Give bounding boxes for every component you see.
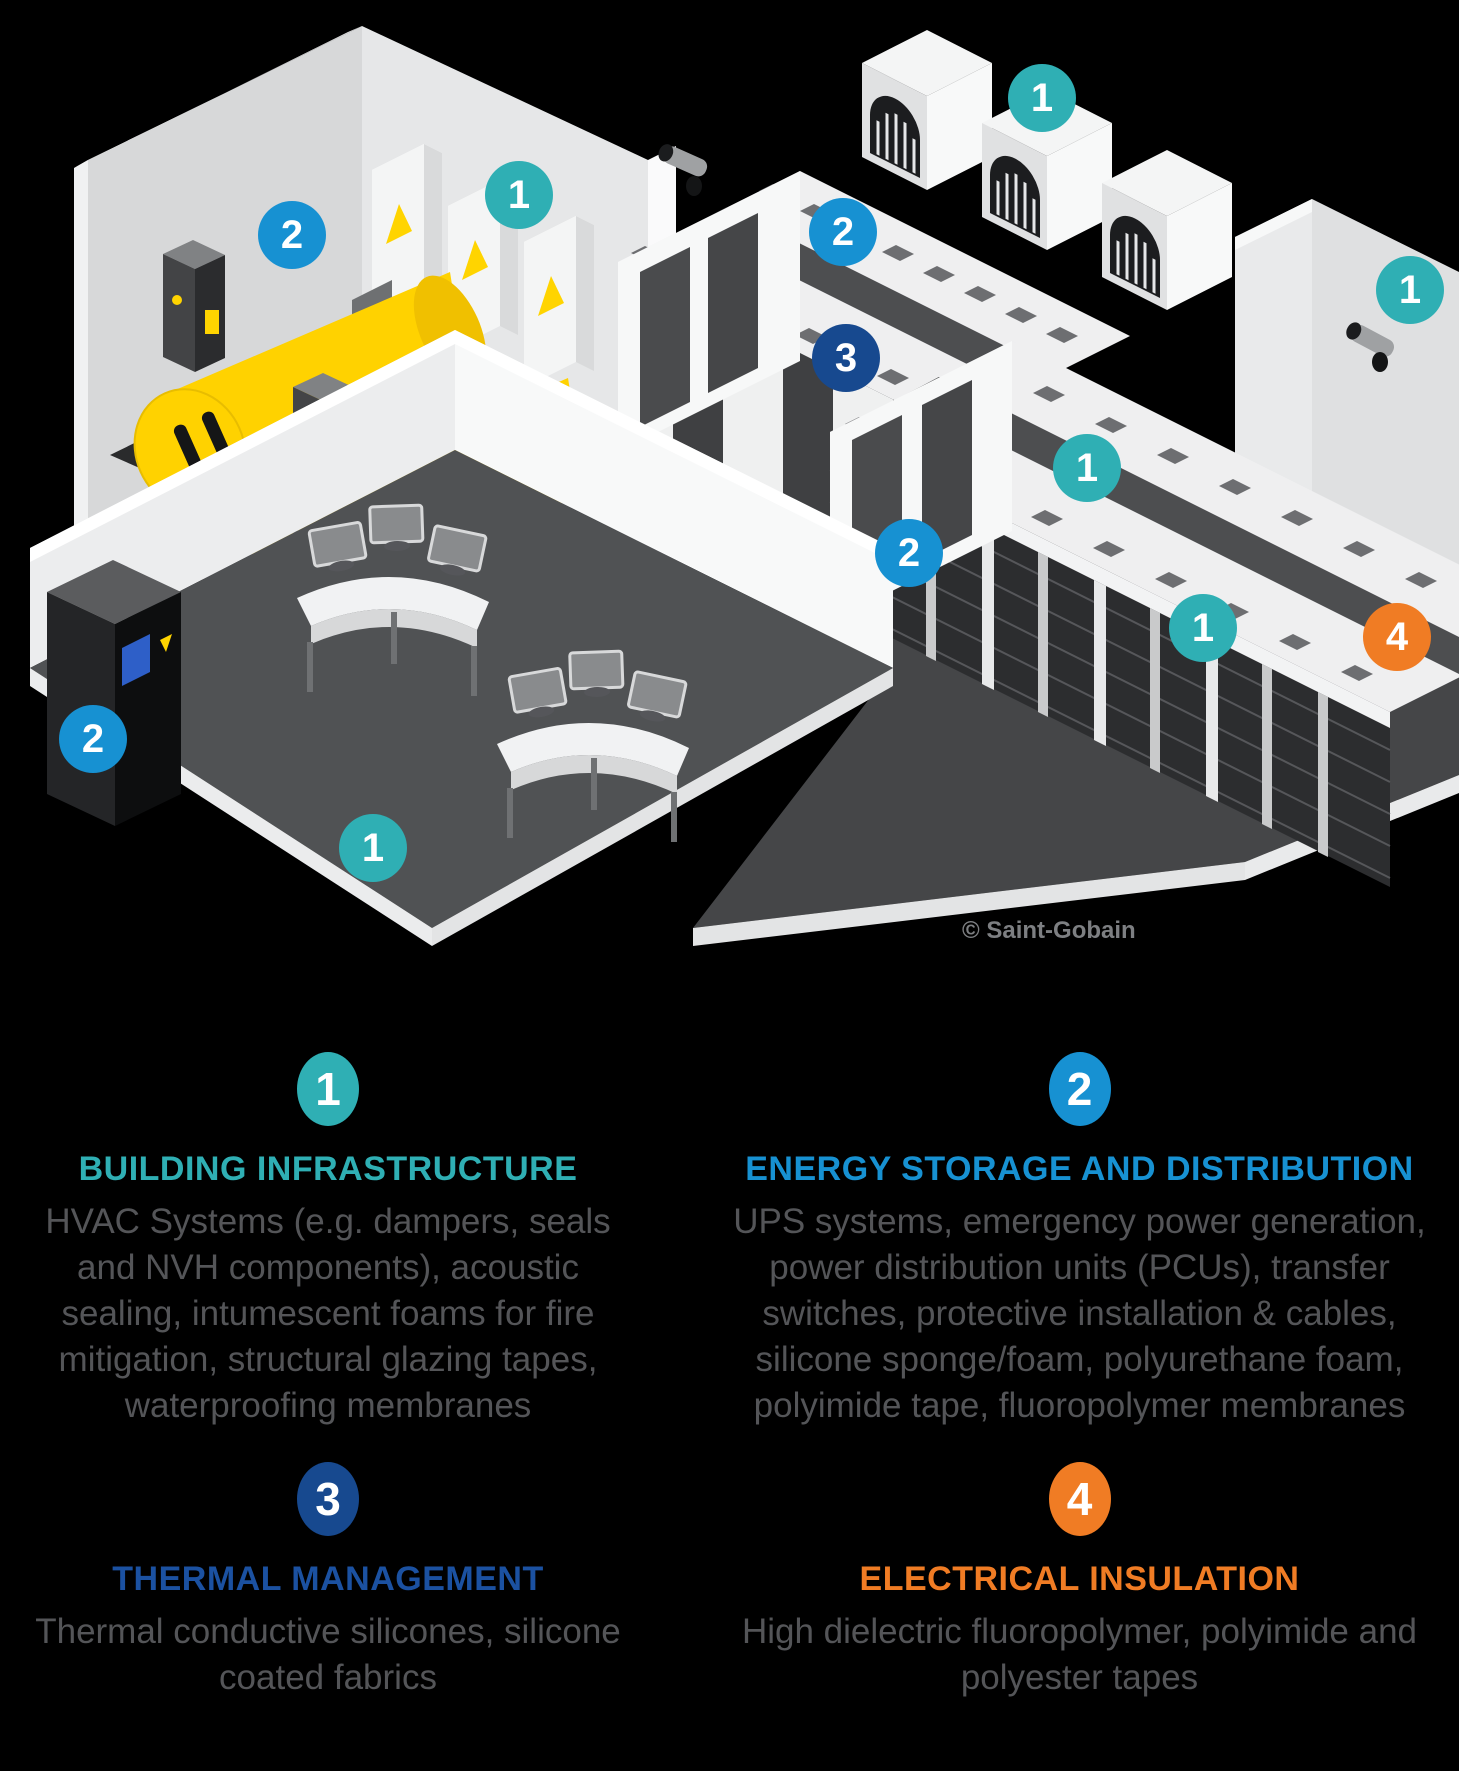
hot-aisle-strip [903,377,1459,674]
legend-description-building-infrastructure: HVAC Systems (e.g. dampers, seals and NV… [45,1202,611,1425]
ups-cabinet [47,560,181,826]
marker-building-infrastructure: 1 [1053,434,1121,502]
control-room-floor [30,450,893,928]
server-room-door [783,344,833,519]
legend-number-badge-1: 1 [297,1052,359,1126]
legend-item-building-infrastructure: 1 BUILDING INFRASTRUCTURE HVAC Systems (… [18,1052,638,1429]
generator-control-pedestal [163,240,225,372]
security-camera-icon [1346,322,1395,357]
legend-item-thermal-management: 3 THERMAL MANAGEMENT Thermal conductive … [18,1462,638,1701]
legend-item-electrical-insulation: 4 ELECTRICAL INSULATION High dielectric … [700,1462,1459,1701]
marker-building-infrastructure: 1 [1008,64,1076,132]
server-room-door [708,213,758,393]
legend-number: 4 [1066,1473,1093,1525]
legend-description-thermal-management: Thermal conductive silicones, silicone c… [35,1612,621,1697]
hvac-unit [860,28,994,192]
legend-number-badge-3: 3 [297,1462,359,1536]
marker-thermal-management: 3 [812,324,880,392]
camera-mount [686,176,702,196]
datacenter-illustration: © Saint-Gobain 1 2 2 3 1 1 1 2 1 4 2 1 [30,26,1459,946]
server-room-door [922,380,972,560]
marker-electrical-insulation: 4 [1363,603,1431,671]
legend-number-badge-4: 4 [1048,1462,1111,1536]
marker-energy-storage: 2 [875,519,943,587]
legend-title-building-infrastructure: BUILDING INFRASTRUCTURE [78,1150,578,1188]
control-room [30,330,893,946]
legend-title-energy-storage: ENERGY STORAGE AND DISTRIBUTION [745,1150,1414,1188]
control-room-wall-trim [30,330,455,562]
legend-number-badge-2: 2 [1048,1052,1111,1126]
legend-number: 1 [315,1063,341,1115]
marker-building-infrastructure: 1 [339,814,407,882]
security-camera-icon [658,144,708,177]
legend-description-energy-storage: UPS systems, emergency power generation,… [733,1202,1426,1425]
floor-base-trim [432,668,893,946]
marker-building-infrastructure: 1 [1376,256,1444,324]
marker-building-infrastructure: 1 [485,161,553,229]
control-room-wall-trim [455,330,893,562]
server-room-door [640,247,690,427]
legend-title-thermal-management: THERMAL MANAGEMENT [112,1560,544,1598]
marker-energy-storage: 2 [809,198,877,266]
legend-title-electrical-insulation: ELECTRICAL INSULATION [859,1560,1300,1598]
marker-energy-storage: 2 [59,705,127,773]
room-edge-trim [74,160,88,574]
legend-number: 2 [1066,1063,1093,1115]
ups-screen [122,634,150,686]
hvac-unit [1100,148,1234,312]
server-room-2 [829,341,1459,887]
legend-item-energy-storage: 2 ENERGY STORAGE AND DISTRIBUTION UPS sy… [700,1052,1459,1429]
warning-triangle-icon [160,634,172,652]
control-room-wall [455,330,893,668]
marker-building-infrastructure: 1 [1169,594,1237,662]
wall-panel-transfer-switch [524,216,594,388]
legend-description-electrical-insulation: High dielectric fluoropolymer, polyimide… [741,1612,1418,1697]
marker-energy-storage: 2 [258,201,326,269]
legend-number: 3 [315,1473,341,1525]
camera-mount [1372,352,1388,372]
copyright-text: © Saint-Gobain [962,917,1136,944]
